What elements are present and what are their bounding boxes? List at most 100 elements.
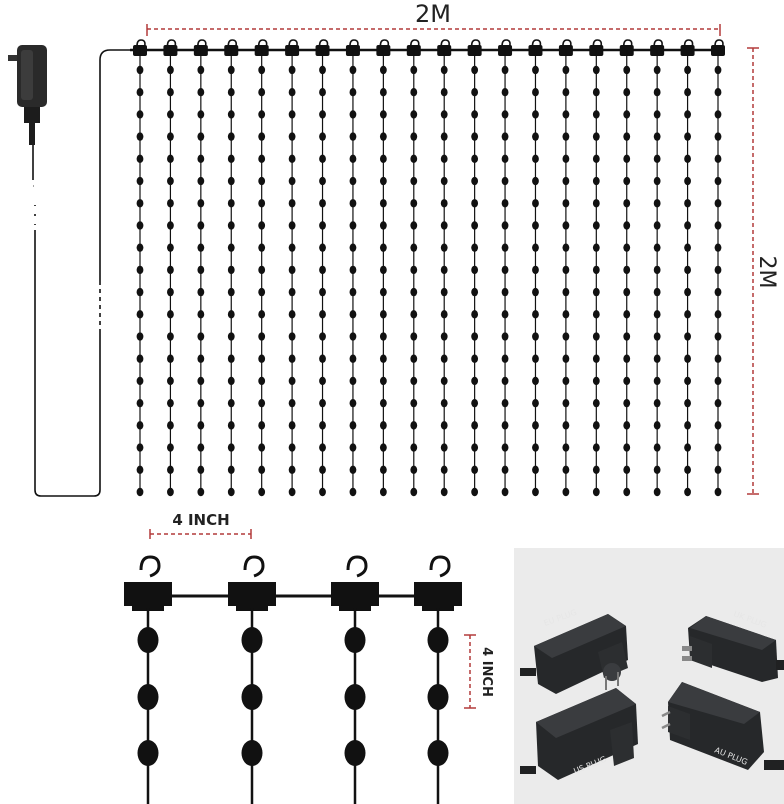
bulb <box>167 487 174 497</box>
bulb <box>410 287 418 297</box>
bulb <box>258 132 266 141</box>
bulb <box>562 176 570 186</box>
bulb <box>136 354 144 363</box>
bulb <box>410 110 418 119</box>
bulb <box>197 443 205 452</box>
bulb <box>410 243 418 252</box>
bulb <box>501 132 509 141</box>
bulb <box>379 287 387 297</box>
bulb <box>319 421 326 430</box>
bulb <box>471 332 479 341</box>
au-adapter-icon <box>661 682 784 770</box>
light-strand <box>285 39 300 497</box>
height-label: 2M <box>754 256 779 289</box>
bulb <box>410 88 418 97</box>
bulb <box>227 443 235 452</box>
bulb <box>227 110 235 119</box>
bulb <box>562 221 570 230</box>
bulb <box>288 465 296 474</box>
bulb <box>319 221 326 230</box>
bulb <box>532 465 539 474</box>
bulb <box>410 132 418 141</box>
bulb <box>714 221 722 230</box>
bulb <box>241 740 263 766</box>
curtain-overview: 2M 2M <box>8 0 779 497</box>
bulb <box>410 443 418 452</box>
closeup-strands <box>124 555 462 804</box>
bulb <box>532 376 539 386</box>
bulb <box>227 65 235 75</box>
light-strands <box>133 39 725 497</box>
bulb <box>258 243 266 252</box>
bulb <box>427 740 449 766</box>
bulb <box>410 154 418 164</box>
bulb <box>501 243 509 252</box>
bulb <box>440 465 448 474</box>
bulb <box>167 176 174 186</box>
bulb <box>288 287 296 297</box>
bulb <box>471 487 479 497</box>
bulb <box>532 398 539 408</box>
hook-icon <box>429 555 451 578</box>
bulb <box>319 199 326 208</box>
bulb <box>562 310 570 319</box>
bulb <box>714 176 722 186</box>
bulb <box>227 310 235 319</box>
bulb <box>197 176 205 186</box>
bulb <box>714 376 722 386</box>
bulb <box>653 398 661 408</box>
bulb <box>167 221 174 230</box>
bulb <box>653 265 661 275</box>
bulb <box>379 354 387 363</box>
bulb <box>562 487 570 497</box>
bulb <box>623 154 631 164</box>
bulb <box>288 376 296 386</box>
bulb <box>319 310 326 319</box>
bulb <box>288 65 296 75</box>
bulb <box>471 154 479 164</box>
bulb <box>410 332 418 341</box>
bulb <box>471 376 479 386</box>
bulb <box>440 199 448 208</box>
bulb <box>227 487 235 497</box>
bulb <box>471 354 479 363</box>
bulb <box>349 487 357 497</box>
bulb <box>623 376 631 386</box>
bulb <box>592 154 600 164</box>
bulb <box>227 132 235 141</box>
bulb <box>258 65 266 75</box>
closeup-strand <box>124 555 172 804</box>
light-strand <box>254 39 269 497</box>
bulb <box>167 265 174 275</box>
bulb <box>684 443 691 452</box>
bulb <box>349 354 357 363</box>
bulb <box>319 443 326 452</box>
bulb <box>379 310 387 319</box>
light-strand <box>315 39 330 497</box>
drop-label: 4 INCH <box>479 647 494 697</box>
bulb <box>714 199 722 208</box>
bulb <box>349 265 357 275</box>
bulb <box>592 443 600 452</box>
bulb <box>684 154 691 164</box>
bulb <box>623 221 631 230</box>
bulb <box>501 265 509 275</box>
light-strand <box>467 39 482 497</box>
bulb <box>319 265 326 275</box>
bulb <box>714 88 722 97</box>
bulb <box>562 354 570 363</box>
bulb <box>592 398 600 408</box>
bulb <box>623 176 631 186</box>
bulb <box>653 310 661 319</box>
bulb <box>197 65 205 75</box>
bulb <box>714 421 722 430</box>
bulb <box>592 376 600 386</box>
bulb <box>653 176 661 186</box>
bulb <box>349 398 357 408</box>
bulb <box>501 110 509 119</box>
bulb <box>349 421 357 430</box>
bulb <box>471 465 479 474</box>
bulb <box>562 65 570 75</box>
bulb <box>288 154 296 164</box>
bulb <box>197 487 205 497</box>
